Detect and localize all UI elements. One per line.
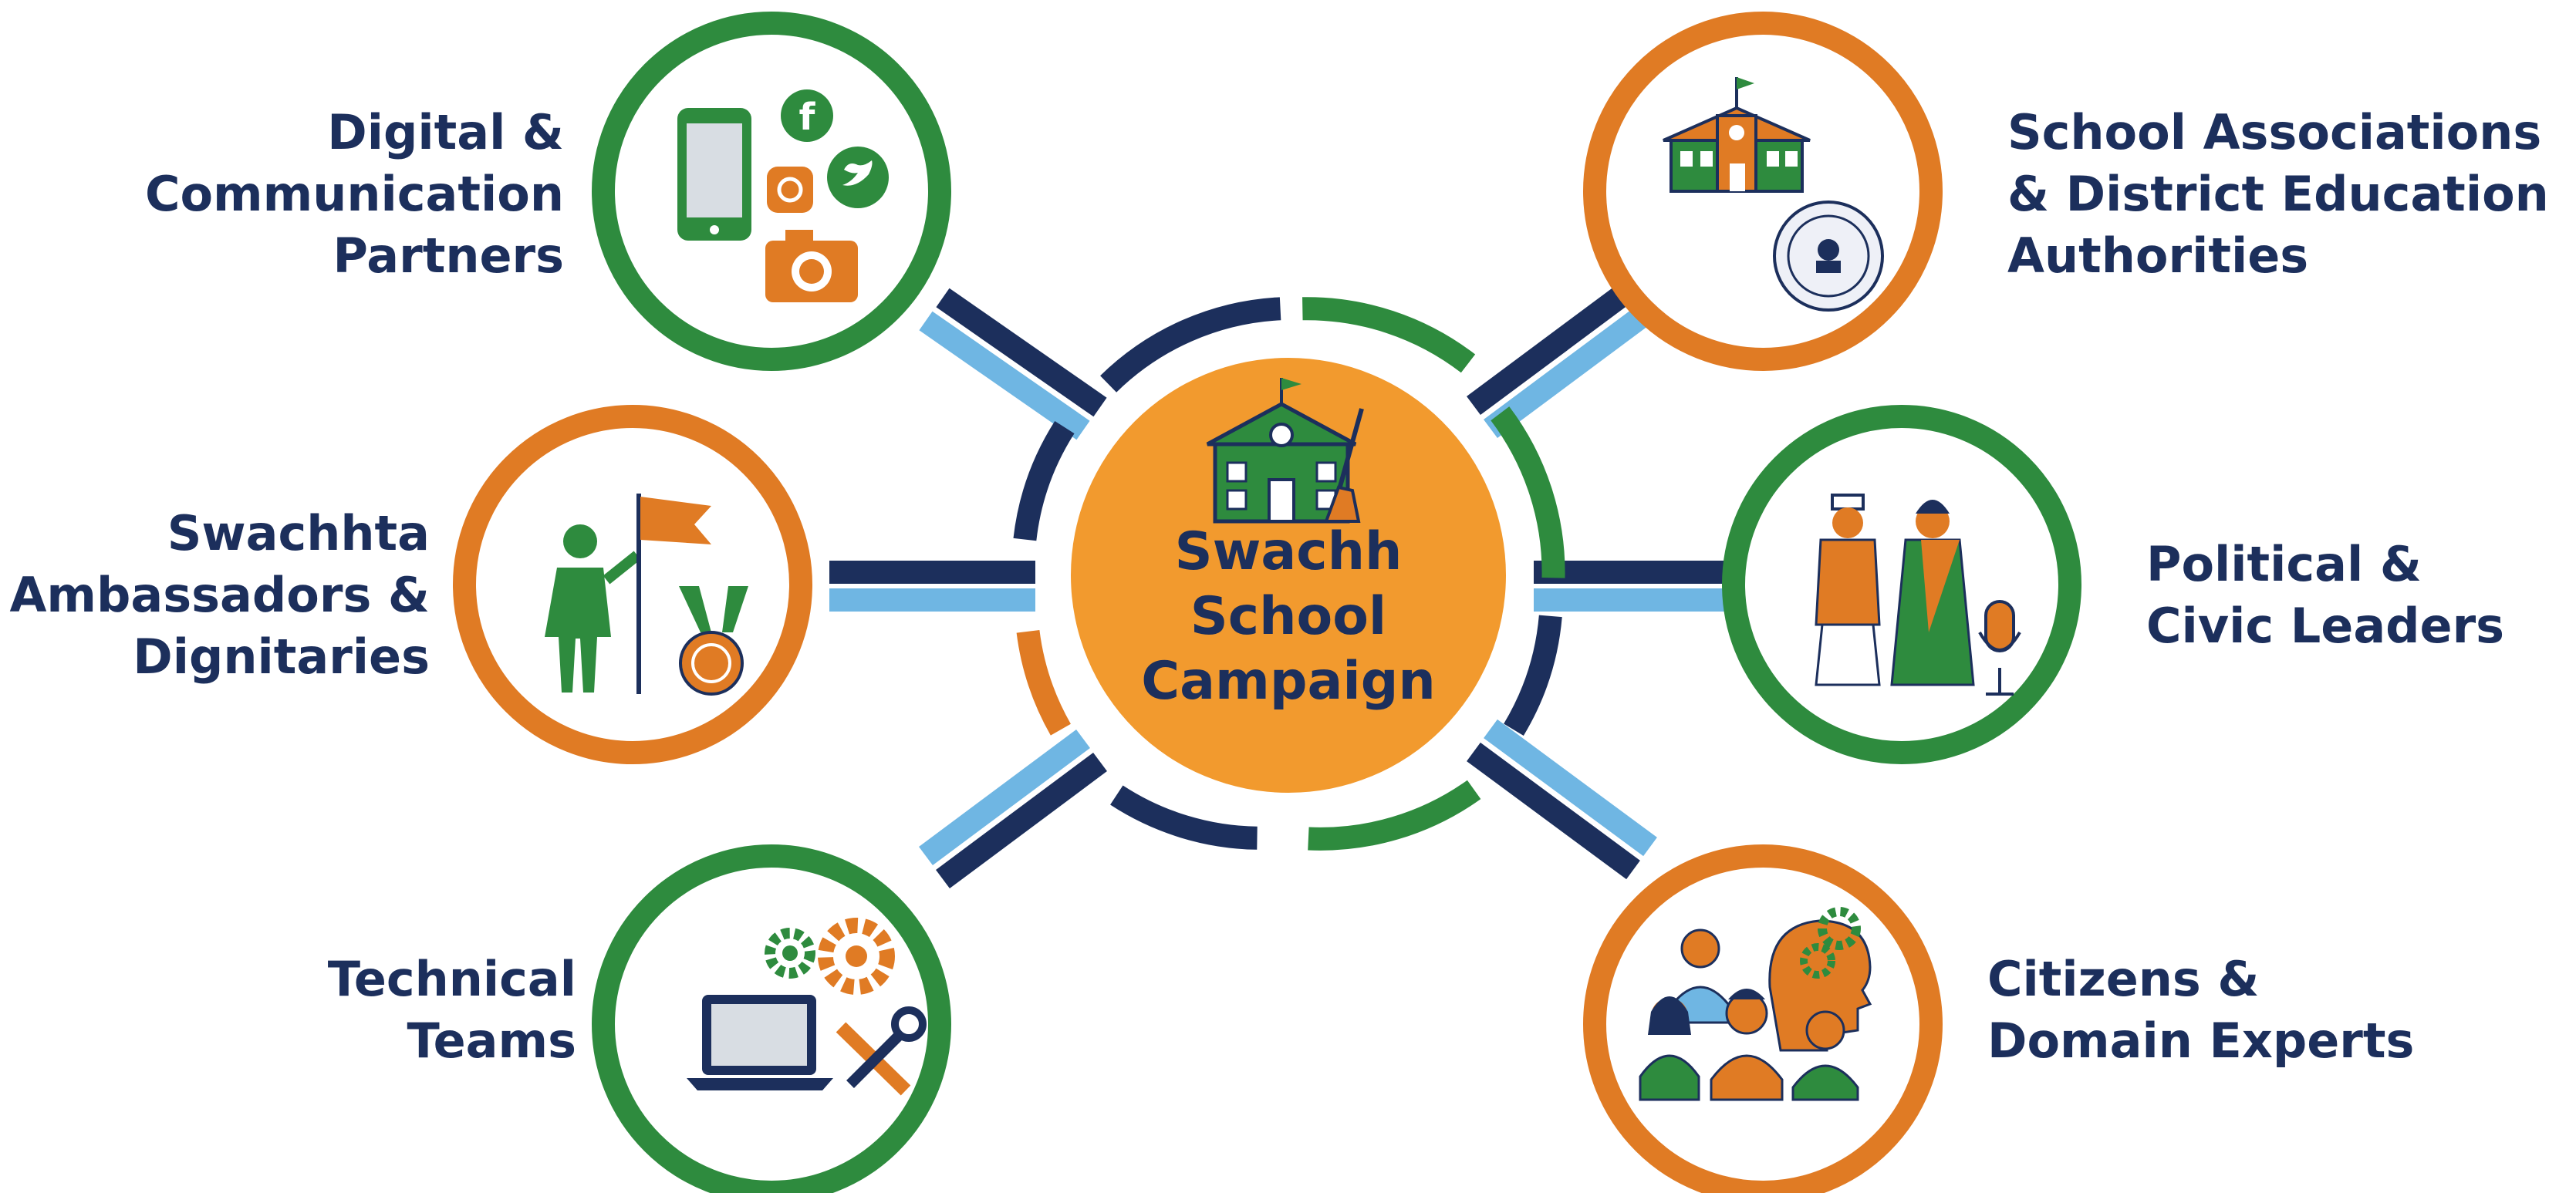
person-flag-medal-icon bbox=[545, 494, 748, 696]
label-citizens-line-2: Domain Experts bbox=[1987, 1013, 2415, 1069]
school-building-seal-icon bbox=[1663, 77, 1884, 312]
label-ambassadors-line-1: Swachhta bbox=[167, 505, 430, 561]
label-citizens: Citizens & Domain Experts bbox=[1987, 949, 2414, 1072]
node-technical bbox=[592, 844, 951, 1193]
label-digital-line-1: Digital & bbox=[327, 104, 564, 160]
node-political bbox=[1722, 405, 2081, 764]
label-ambassadors-line-2: Ambassadors & bbox=[9, 567, 430, 623]
school-broom-icon bbox=[1206, 378, 1364, 524]
node-ambassadors bbox=[453, 405, 812, 764]
connector-citizens bbox=[1467, 719, 1657, 880]
people-brain-gears-icon bbox=[1639, 907, 1872, 1101]
label-digital-line-2: Communication bbox=[144, 166, 564, 222]
laptop-gears-tools-icon bbox=[687, 918, 927, 1096]
connector-ambassadors bbox=[829, 561, 1035, 612]
label-ambassadors-line-3: Dignitaries bbox=[133, 629, 430, 685]
label-political: Political & Civic Leaders bbox=[2146, 534, 2504, 657]
label-school-associations-line-1: School Associations bbox=[2007, 104, 2542, 160]
label-ambassadors: Swachhta Ambassadors & Dignitaries bbox=[9, 503, 430, 688]
center-title-line-3: Campaign bbox=[1141, 651, 1436, 712]
label-school-associations-line-3: Authorities bbox=[2007, 227, 2309, 284]
center-node: Swachh School Campaign bbox=[1058, 345, 1518, 805]
center-segmented-ring bbox=[1013, 297, 1565, 851]
connector-school-associations bbox=[1467, 277, 1657, 439]
node-citizens bbox=[1583, 844, 1943, 1193]
smartphone-social-camera-icon: f bbox=[677, 89, 889, 302]
node-digital: f bbox=[592, 12, 951, 371]
center-title-line-2: School bbox=[1190, 586, 1386, 647]
connectors bbox=[829, 277, 1747, 889]
center-title-line-1: Swachh bbox=[1175, 521, 1403, 582]
label-digital-line-3: Partners bbox=[333, 227, 565, 284]
label-technical-line-2: Teams bbox=[407, 1013, 576, 1069]
label-technical-line-1: Technical bbox=[327, 951, 576, 1007]
node-school-associations bbox=[1583, 12, 1943, 371]
label-school-associations-line-2: & District Education bbox=[2007, 166, 2549, 222]
label-political-line-2: Civic Leaders bbox=[2146, 598, 2505, 654]
label-digital: Digital & Communication Partners bbox=[145, 102, 564, 287]
svg-text:f: f bbox=[799, 96, 816, 139]
label-school-associations: School Associations & District Education… bbox=[2007, 102, 2549, 287]
label-political-line-1: Political & bbox=[2146, 536, 2422, 592]
connector-political bbox=[1534, 561, 1747, 612]
connector-digital bbox=[919, 288, 1107, 440]
label-technical: Technical Teams bbox=[328, 949, 576, 1072]
leaders-microphone-icon bbox=[1815, 494, 2021, 696]
label-citizens-line-1: Citizens & bbox=[1987, 951, 2260, 1007]
connector-technical bbox=[919, 729, 1107, 889]
